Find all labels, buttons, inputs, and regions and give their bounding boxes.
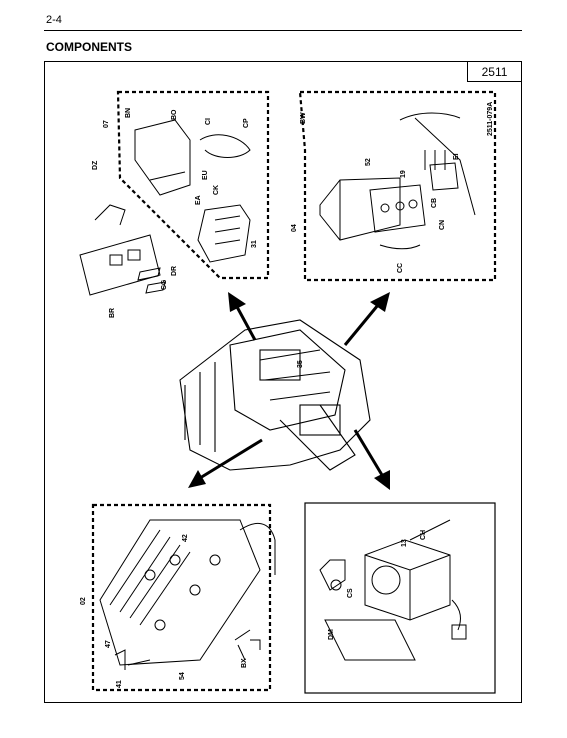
label-BO: BO bbox=[171, 109, 178, 120]
label-EA: EA bbox=[195, 195, 202, 205]
figure-number-box: 2511 bbox=[467, 62, 521, 82]
label-02: 02 bbox=[80, 597, 87, 605]
label-19: 19 bbox=[400, 170, 407, 178]
label-31: 31 bbox=[251, 240, 258, 248]
label-DM: DM bbox=[328, 629, 335, 640]
label-CK: CK bbox=[213, 185, 220, 195]
label-41: 41 bbox=[116, 680, 123, 688]
label-CC: CC bbox=[397, 263, 404, 273]
label-CH: CH bbox=[420, 530, 427, 540]
label-47: 47 bbox=[105, 640, 112, 648]
label-04: 04 bbox=[291, 224, 298, 232]
chassis bbox=[179, 319, 371, 471]
label-DZ: DZ bbox=[92, 160, 99, 170]
label-35: 35 bbox=[297, 360, 304, 368]
components-illustration: 07 BN BO CI CP DZ EU EA CK BR CG DR 31 B… bbox=[79, 90, 497, 694]
label-54: 54 bbox=[179, 672, 186, 680]
section-heading: COMPONENTS bbox=[46, 40, 133, 54]
label-BR: BR bbox=[109, 308, 116, 318]
label-CS: CS bbox=[347, 588, 354, 598]
header-rule bbox=[44, 30, 522, 31]
label-CI: CI bbox=[205, 118, 212, 125]
figure-code: 2511-079A bbox=[487, 102, 494, 136]
label-EU: EU bbox=[202, 170, 209, 180]
panel-bottom-right bbox=[304, 502, 496, 694]
label-CB: CB bbox=[431, 198, 438, 208]
label-CN: CN bbox=[439, 220, 446, 230]
label-BX: BX bbox=[241, 658, 248, 668]
label-42: 42 bbox=[182, 534, 189, 542]
label-CG: CG bbox=[161, 279, 168, 290]
label-CP: CP bbox=[243, 118, 250, 128]
panel-top-left bbox=[116, 90, 270, 280]
label-13: 13 bbox=[401, 539, 408, 547]
figure-frame bbox=[44, 61, 522, 703]
panel-top-right bbox=[298, 90, 497, 282]
page-number: 2-4 bbox=[46, 14, 62, 26]
label-BN: BN bbox=[125, 108, 132, 118]
label-DR: DR bbox=[171, 266, 178, 276]
label-EI: EI bbox=[453, 153, 460, 160]
label-52: 52 bbox=[365, 158, 372, 166]
label-BW: BW bbox=[300, 112, 307, 124]
label-07: 07 bbox=[103, 120, 110, 128]
